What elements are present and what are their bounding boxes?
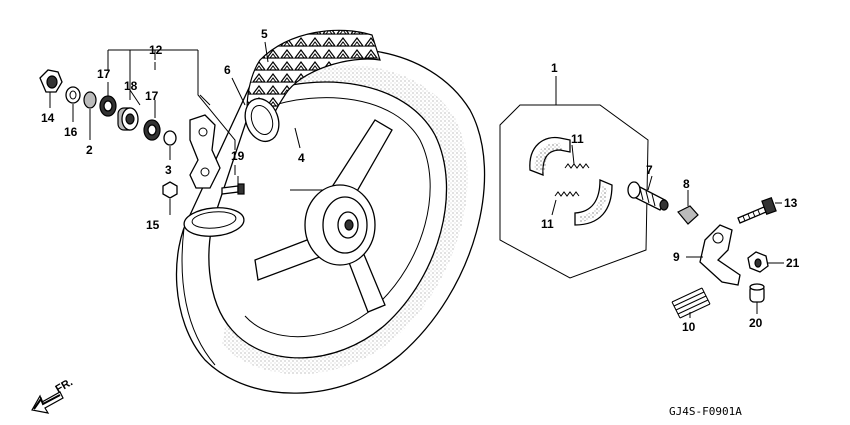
small-nut: [162, 181, 178, 199]
callout-12: 12: [149, 43, 163, 57]
callout-8: 8: [683, 177, 690, 191]
brake-cam: [627, 181, 669, 211]
callout-14: 14: [41, 111, 55, 125]
distance-collar: [163, 130, 177, 146]
joint-nut: [747, 251, 769, 273]
wear-indicator-plate: [677, 205, 699, 225]
callout-4: 4: [298, 151, 305, 165]
callout-1: 1: [551, 61, 558, 75]
front-direction-arrow: FR.: [31, 376, 75, 414]
callout-17: 17: [97, 67, 111, 81]
diagram-code: GJ4S-F0901A: [669, 405, 742, 418]
joint-pin: [749, 283, 765, 303]
inner-tube-end-top: [244, 97, 280, 143]
washer: [65, 86, 81, 104]
callout-11: 11: [571, 132, 584, 146]
callout-6: 6: [224, 63, 231, 77]
arm-bolt: [737, 196, 777, 224]
callout-13: 13: [784, 196, 798, 210]
brake-spring: [554, 191, 580, 197]
callout-3: 3: [165, 163, 172, 177]
collar: [83, 91, 97, 109]
callout-15: 15: [146, 218, 160, 232]
callout-18: 18: [124, 79, 138, 93]
front-wheel: [175, 29, 486, 394]
callout-7: 7: [646, 163, 653, 177]
brake-arm: [699, 224, 741, 286]
brake-assembly: [499, 104, 777, 319]
callout-16: 16: [64, 125, 78, 139]
axle-nut: [39, 69, 63, 93]
leader-lines: [49, 41, 784, 318]
callout-17b: 17: [145, 89, 159, 103]
callout-21: 21: [786, 256, 800, 270]
brake-group-frame: [499, 104, 649, 279]
callout-5: 5: [261, 27, 268, 41]
bearing: [117, 107, 139, 131]
brake-arm-spring: [671, 287, 711, 319]
speedometer-gearbox-bracket: [189, 114, 221, 189]
direction-label: FR.: [54, 376, 75, 395]
callout-11b: 11: [541, 217, 554, 231]
axle-parts: [39, 69, 245, 199]
callout-20: 20: [749, 316, 763, 330]
callout-10: 10: [682, 320, 696, 334]
callout-19: 19: [231, 149, 245, 163]
brake-spring: [564, 163, 590, 169]
callout-9: 9: [673, 250, 680, 264]
callout-2: 2: [86, 143, 93, 157]
callout-labels: 12 17 18 17 14 16 2 3 19 15 5 6 4 1 11 1…: [41, 27, 800, 334]
